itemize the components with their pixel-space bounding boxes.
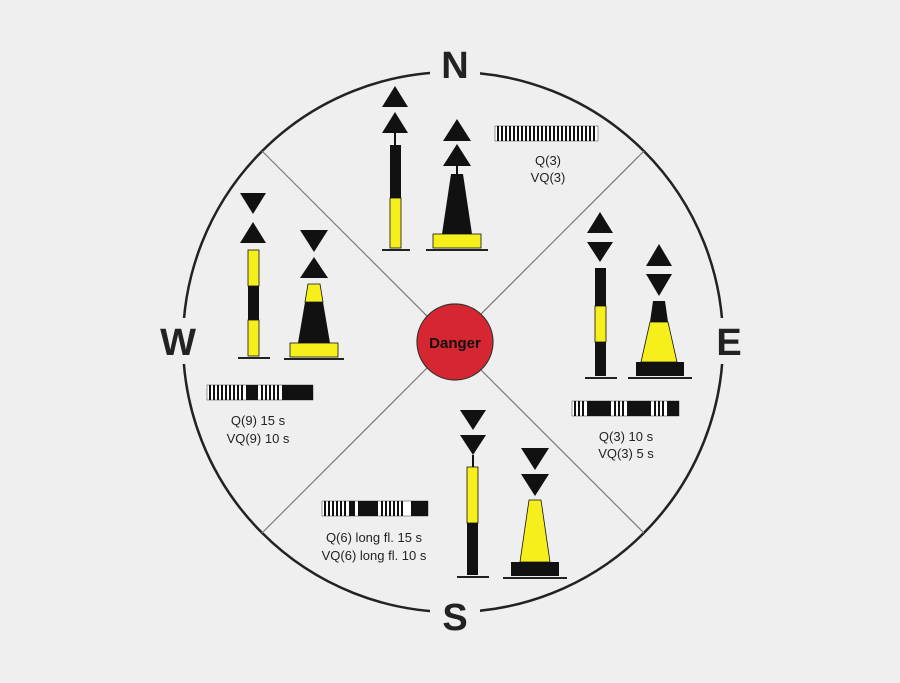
topmark-cone-down-icon	[587, 242, 613, 262]
east-light-pattern	[571, 400, 680, 417]
east-light-line2: VQ(3) 5 s	[598, 446, 654, 461]
spar-yellow-band	[247, 319, 260, 357]
light-pattern-flashes	[209, 385, 313, 400]
east-spar-buoy	[585, 212, 617, 379]
north-pillar-buoy	[426, 119, 488, 251]
south-light-line2: VQ(6) long fl. 10 s	[322, 548, 427, 563]
north-light-line2: VQ(3)	[531, 170, 566, 185]
spar-black-band	[595, 342, 606, 376]
spar-black-band	[248, 286, 259, 320]
light-pattern-flashes	[324, 501, 428, 516]
north-label: N	[441, 45, 468, 87]
pillar-mast	[456, 166, 458, 174]
danger-disc	[416, 303, 494, 381]
pillar-black-base	[511, 562, 559, 576]
south-letter-bg	[430, 594, 480, 640]
spar-yellow-band	[247, 249, 260, 287]
spar-black-band	[467, 523, 478, 575]
spar-black-band	[595, 268, 606, 306]
topmark-cone-up-icon	[382, 86, 408, 107]
pillar-yellow-base	[289, 342, 339, 358]
west-letter-bg	[150, 318, 204, 364]
topmark-cone-down-icon	[460, 410, 486, 430]
pillar-yellow-top	[304, 283, 324, 303]
west-pillar-buoy	[284, 230, 344, 360]
south-pillar-buoy	[503, 448, 567, 579]
topmark-cone-down-icon	[460, 435, 486, 455]
north-letter-bg	[430, 42, 480, 88]
spar-yellow-band	[466, 466, 479, 524]
south-light-pattern	[321, 500, 429, 517]
light-pattern-flashes	[497, 126, 595, 141]
spar-mast	[394, 133, 396, 145]
topmark-cone-up-icon	[443, 144, 471, 166]
topmark-cone-up-icon	[587, 212, 613, 233]
light-pattern-flashes	[574, 401, 679, 416]
pillar-black-band	[298, 302, 330, 343]
pillar-black-top	[650, 301, 668, 322]
topmark-cone-down-icon	[521, 474, 549, 496]
spar-mast	[472, 455, 474, 467]
south-label: S	[442, 597, 467, 639]
west-light-pattern	[206, 384, 314, 401]
topmark-cone-down-icon	[521, 448, 549, 470]
topmark-cone-down-icon	[300, 230, 328, 252]
east-pillar-buoy	[628, 244, 692, 379]
east-letter-bg	[706, 318, 754, 364]
spar-black-band	[390, 145, 401, 198]
north-light-pattern	[494, 125, 599, 142]
topmark-cone-up-icon	[646, 244, 672, 266]
pillar-yellow-base	[432, 233, 482, 249]
spar-yellow-band	[594, 305, 607, 343]
west-light-line2: VQ(9) 10 s	[227, 431, 290, 446]
pillar-black-base	[636, 362, 684, 376]
west-spar-buoy	[238, 193, 270, 359]
north-light-line1: Q(3)	[535, 153, 561, 168]
topmark-cone-up-icon	[443, 119, 471, 141]
topmark-cone-up-icon	[300, 257, 328, 278]
topmark-cone-up-icon	[240, 222, 266, 243]
spar-yellow-band	[389, 197, 402, 249]
west-light-line1: Q(9) 15 s	[231, 413, 286, 428]
pillar-black-body	[442, 174, 472, 234]
south-light-line1: Q(6) long fl. 15 s	[326, 530, 423, 545]
topmark-cone-down-icon	[646, 274, 672, 296]
west-label: W	[160, 322, 196, 364]
north-spar-buoy	[382, 86, 410, 251]
east-label: E	[716, 322, 741, 364]
topmark-cone-down-icon	[240, 193, 266, 214]
danger-label: Danger	[429, 335, 481, 352]
east-light-line1: Q(3) 10 s	[599, 429, 654, 444]
south-spar-buoy	[457, 410, 489, 578]
topmark-cone-up-icon	[382, 112, 408, 133]
